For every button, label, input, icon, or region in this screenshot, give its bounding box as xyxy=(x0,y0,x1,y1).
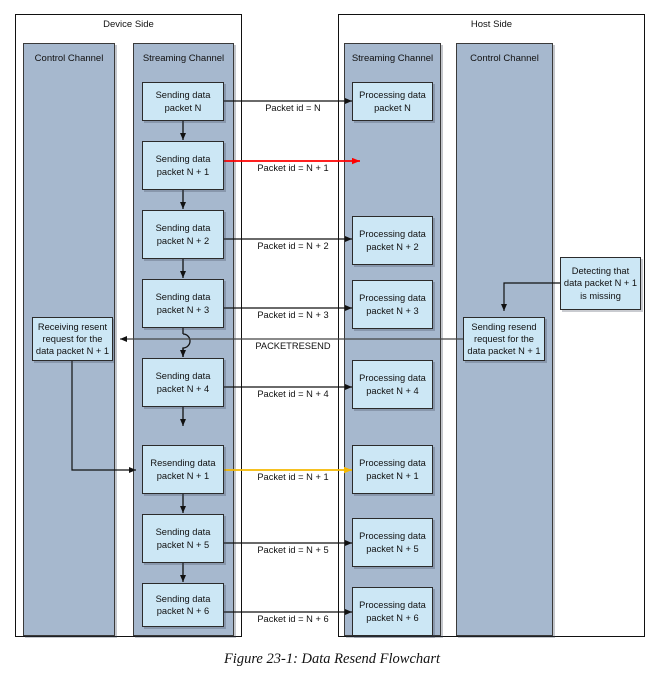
node-label: Processing data packet N + 5 xyxy=(359,531,426,554)
node-dev-send-n1[interactable]: Sending data packet N + 1 xyxy=(142,141,224,190)
node-dev-send-n6[interactable]: Sending data packet N + 6 xyxy=(142,583,224,627)
edge-label-packet-n: Packet id = N xyxy=(265,103,321,113)
node-dev-send-n2[interactable]: Sending data packet N + 2 xyxy=(142,210,224,259)
node-host-proc-n[interactable]: Processing data packet N xyxy=(352,82,433,121)
figure-caption: Figure 23-1: Data Resend Flowchart xyxy=(223,651,441,667)
node-label: Processing data packet N + 3 xyxy=(359,293,426,316)
node-dev-resend-n1[interactable]: Resending data packet N + 1 xyxy=(142,445,224,494)
edge-label-packet-n4: Packet id = N + 4 xyxy=(257,389,329,399)
node-label: Sending data packet N + 5 xyxy=(155,527,211,550)
node-label: Receiving resent request for the data pa… xyxy=(35,321,110,357)
node-label: Sending data packet N + 3 xyxy=(155,292,211,315)
device-streaming-channel-title: Streaming Channel xyxy=(142,53,225,64)
edge-label-packet-n6: Packet id = N + 6 xyxy=(257,614,329,624)
device-side-title: Device Side xyxy=(103,19,154,30)
node-label: Processing data packet N + 6 xyxy=(359,600,426,623)
node-dev-send-n4[interactable]: Sending data packet N + 4 xyxy=(142,358,224,407)
host-side-title: Host Side xyxy=(470,19,513,30)
node-label: Sending data packet N + 6 xyxy=(155,593,211,616)
host-control-channel-title: Control Channel xyxy=(470,53,539,64)
node-label: Sending data packet N + 1 xyxy=(155,154,211,177)
edge-label-packet-n1-lost: Packet id = N + 1 xyxy=(257,163,329,173)
node-label: Processing data packet N xyxy=(359,90,426,113)
node-host-proc-n1[interactable]: Processing data packet N + 1 xyxy=(352,445,433,494)
node-dev-receiving-resent[interactable]: Receiving resent request for the data pa… xyxy=(32,317,113,361)
node-label: Sending data packet N + 2 xyxy=(155,223,211,246)
node-label: Sending data packet N + 4 xyxy=(155,371,211,394)
node-dev-send-n3[interactable]: Sending data packet N + 3 xyxy=(142,279,224,328)
node-host-proc-n6[interactable]: Processing data packet N + 6 xyxy=(352,587,433,636)
node-host-send-resend[interactable]: Sending resend request for the data pack… xyxy=(463,317,545,361)
edge-label-packet-n2: Packet id = N + 2 xyxy=(257,241,329,251)
node-host-proc-n5[interactable]: Processing data packet N + 5 xyxy=(352,518,433,567)
host-streaming-channel-title: Streaming Channel xyxy=(351,53,434,64)
node-label: Processing data packet N + 4 xyxy=(359,373,426,396)
edge-label-packetresend: PACKETRESEND xyxy=(255,341,331,351)
node-label: Processing data packet N + 2 xyxy=(359,229,426,252)
device-control-channel-title: Control Channel xyxy=(34,53,104,64)
edge-label-packet-n3: Packet id = N + 3 xyxy=(257,310,329,320)
node-label: Sending resend request for the data pack… xyxy=(467,321,541,357)
node-dev-send-n[interactable]: Sending data packet N xyxy=(142,82,224,121)
node-label: Processing data packet N + 1 xyxy=(359,458,426,481)
edge-label-packet-n1-resend: Packet id = N + 1 xyxy=(257,472,329,482)
node-label: Detecting that data packet N + 1 is miss… xyxy=(563,266,638,301)
node-dev-send-n5[interactable]: Sending data packet N + 5 xyxy=(142,514,224,563)
node-host-proc-n3[interactable]: Processing data packet N + 3 xyxy=(352,280,433,329)
node-host-detecting[interactable]: Detecting that data packet N + 1 is miss… xyxy=(560,257,641,310)
node-host-proc-n2[interactable]: Processing data packet N + 2 xyxy=(352,216,433,265)
edge-label-packet-n5: Packet id = N + 5 xyxy=(257,545,329,555)
node-host-proc-n4[interactable]: Processing data packet N + 4 xyxy=(352,360,433,409)
node-label: Sending data packet N xyxy=(155,90,211,113)
node-label: Resending data packet N + 1 xyxy=(150,458,216,481)
